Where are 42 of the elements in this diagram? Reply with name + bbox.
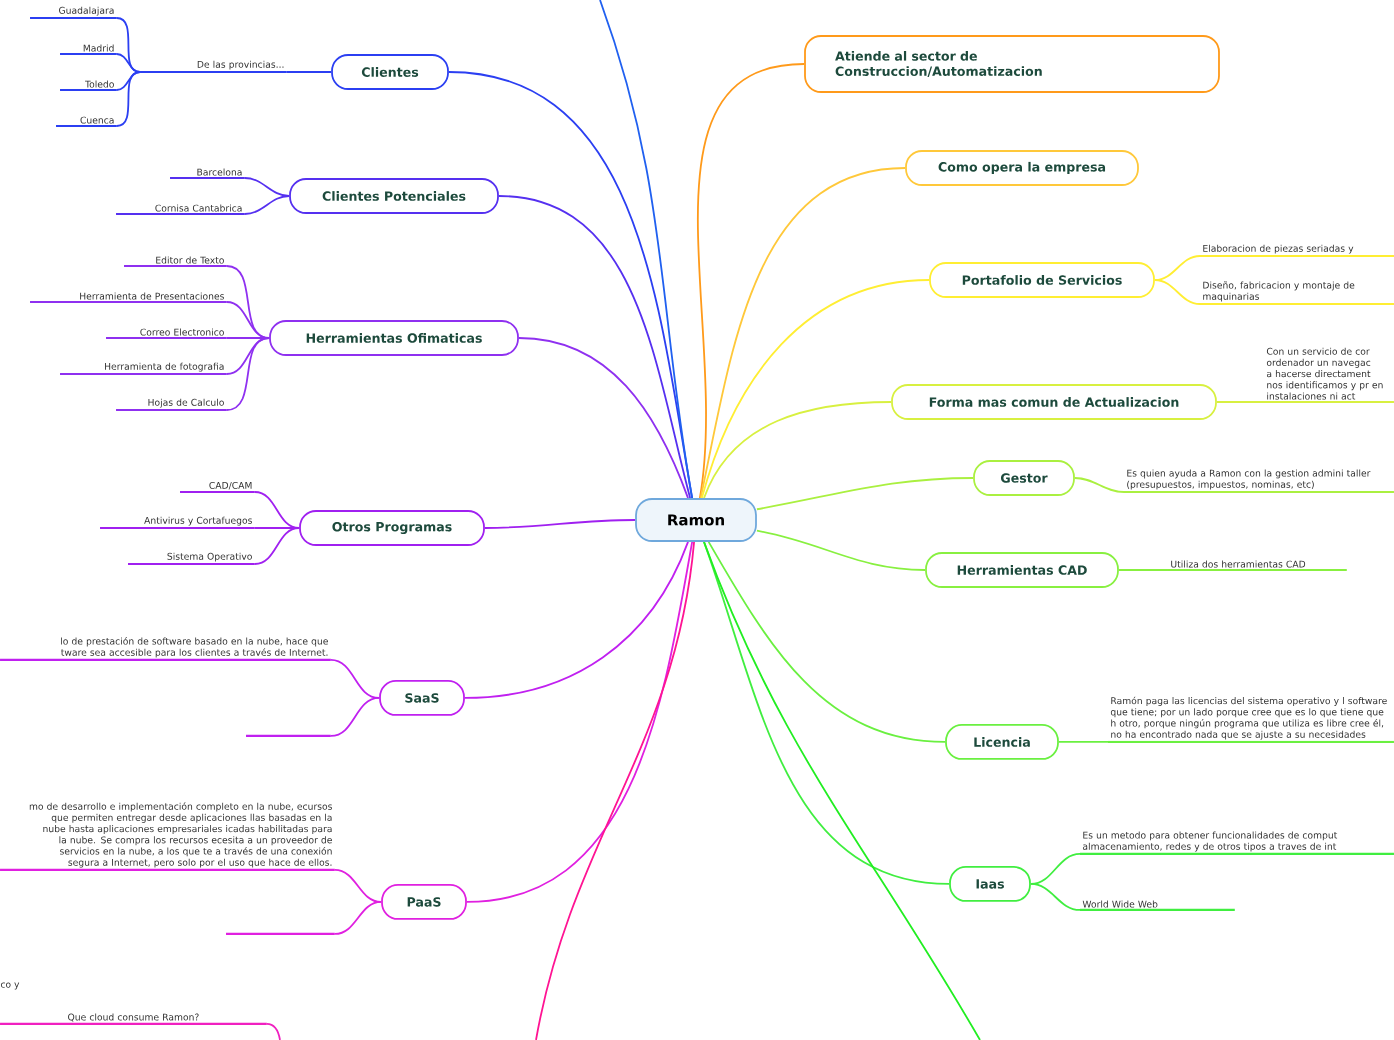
connector (703, 541, 981, 1040)
connector (1154, 279, 1201, 305)
connector (498, 195, 692, 499)
connector (333, 869, 382, 903)
connector (265, 1023, 281, 1040)
connector (484, 519, 636, 529)
connector (1030, 883, 1081, 911)
connector (1154, 255, 1201, 281)
connector (243, 177, 290, 197)
connector (333, 901, 382, 935)
connector (466, 541, 694, 903)
connector (115, 71, 141, 127)
connector (115, 53, 141, 73)
connector (329, 659, 380, 699)
connector (1118, 569, 1169, 571)
connector (253, 491, 300, 529)
connector (1030, 853, 1081, 885)
connector (703, 401, 892, 499)
connector (696, 63, 805, 499)
connector (243, 195, 290, 215)
connector (535, 541, 695, 1040)
connector (225, 337, 270, 339)
connector (599, 0, 694, 499)
connector (285, 71, 332, 73)
connector (756, 529, 926, 571)
branch-line (226, 932, 335, 936)
connector (1058, 741, 1109, 743)
connector (756, 477, 974, 511)
connector (225, 301, 270, 339)
connector (707, 541, 946, 743)
connector (700, 279, 930, 499)
connector (225, 337, 270, 375)
connector (464, 541, 689, 699)
branch-line (246, 734, 331, 738)
connector (253, 527, 300, 565)
connector (1074, 477, 1125, 493)
connector (253, 527, 300, 529)
connector (699, 167, 906, 499)
connector (518, 337, 689, 499)
connector (225, 337, 270, 411)
connector (1216, 401, 1265, 403)
connector (329, 697, 380, 737)
